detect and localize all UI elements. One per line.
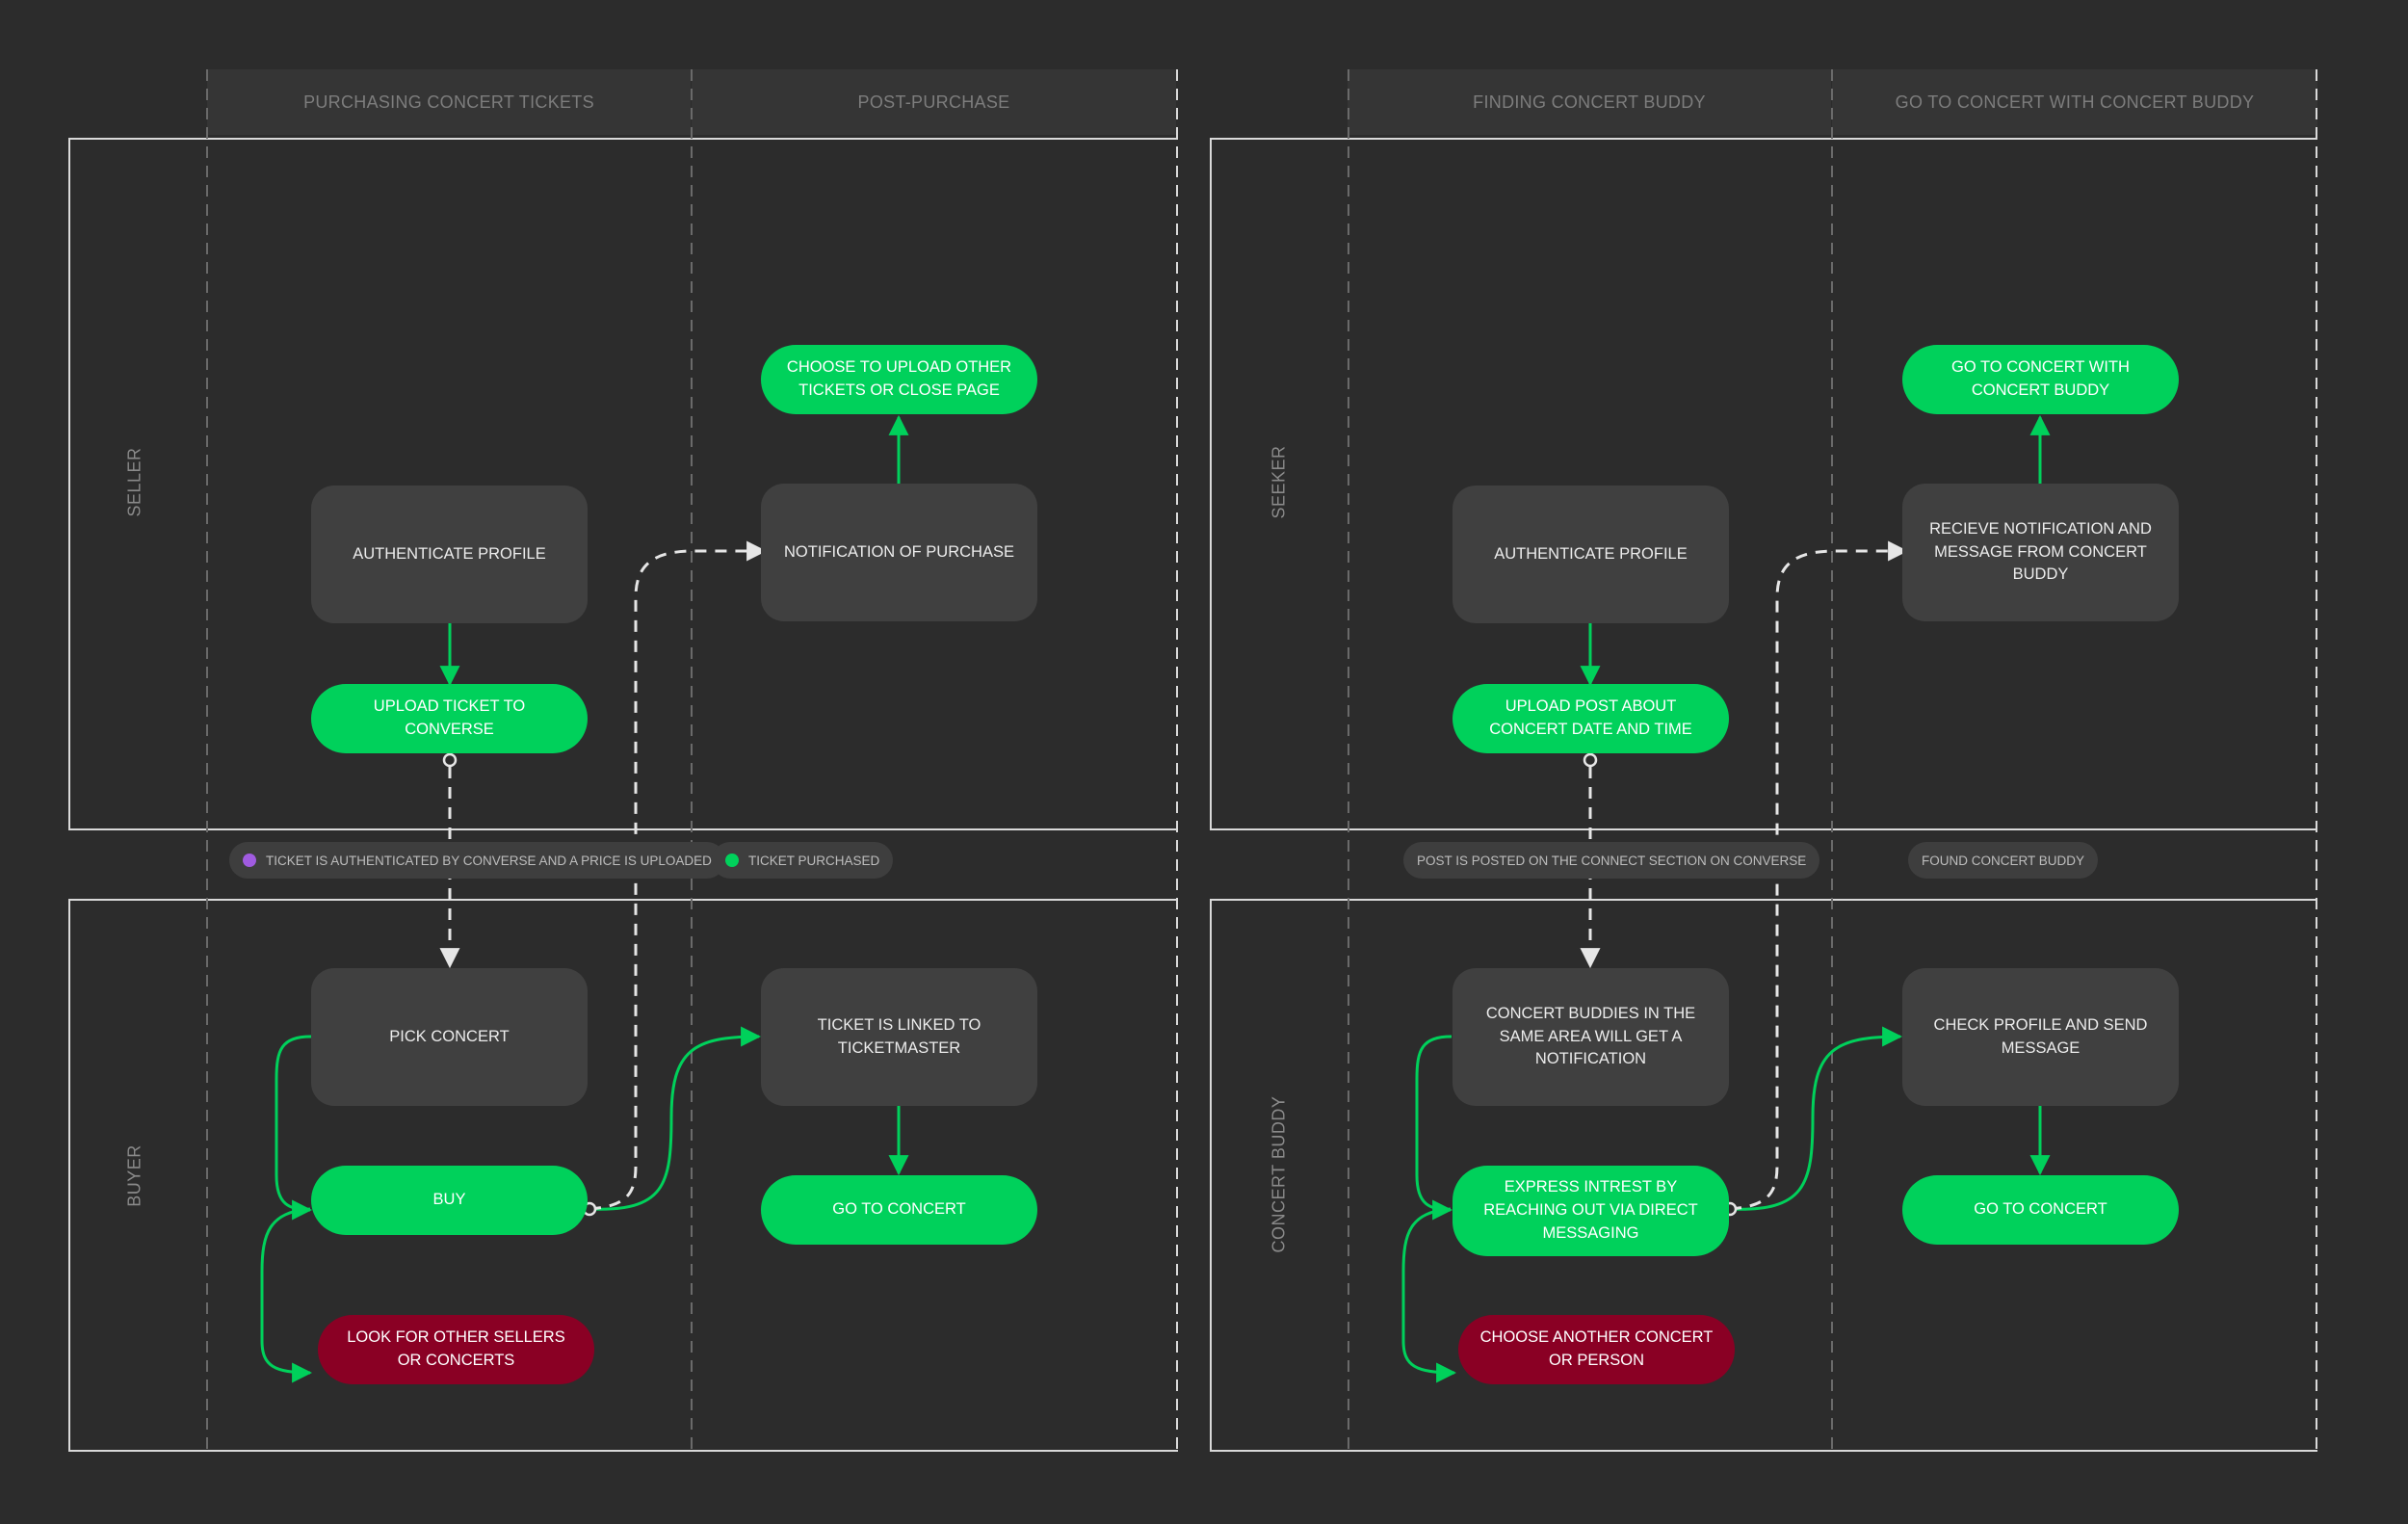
lane-seeker — [1210, 138, 2317, 830]
node-authenticate-profile[interactable]: AUTHENTICATE PROFILE — [311, 486, 588, 623]
event-label: FOUND CONCERT BUDDY — [1922, 853, 2085, 868]
node-upload-post[interactable]: UPLOAD POST ABOUT CONCERT DATE AND TIME — [1453, 684, 1729, 753]
node-choose-another[interactable]: CHOOSE ANOTHER CONCERT OR PERSON — [1458, 1315, 1735, 1384]
node-ticket-linked[interactable]: TICKET IS LINKED TO TICKETMASTER — [761, 968, 1037, 1106]
node-buy[interactable]: BUY — [311, 1166, 588, 1235]
column-header-post-purchase: POST-PURCHASE — [692, 69, 1176, 135]
lane-concert-buddy — [1210, 899, 2317, 1452]
node-pick-concert[interactable]: PICK CONCERT — [311, 968, 588, 1106]
node-buddies-notified[interactable]: CONCERT BUDDIES IN THE SAME AREA WILL GE… — [1453, 968, 1729, 1106]
event-ticket-purchased: TICKET PURCHASED — [712, 842, 894, 879]
node-express-interest[interactable]: EXPRESS INTREST BY REACHING OUT VIA DIRE… — [1453, 1166, 1729, 1256]
column-header-finding-buddy: FINDING CONCERT BUDDY — [1348, 69, 1831, 135]
event-post-posted: POST IS POSTED ON THE CONNECT SECTION ON… — [1403, 842, 1820, 879]
node-check-profile[interactable]: CHECK PROFILE AND SEND MESSAGE — [1902, 968, 2179, 1106]
node-notification-of-purchase[interactable]: NOTIFICATION OF PURCHASE — [761, 484, 1037, 621]
green-status-dot — [725, 854, 739, 867]
column-header-go-with-buddy: GO TO CONCERT WITH CONCERT BUDDY — [1832, 69, 2317, 135]
node-choose-upload-other[interactable]: CHOOSE TO UPLOAD OTHER TICKETS OR CLOSE … — [761, 345, 1037, 414]
node-go-to-concert-buddy[interactable]: GO TO CONCERT — [1902, 1175, 2179, 1245]
event-label: TICKET IS AUTHENTICATED BY CONVERSE AND … — [266, 853, 712, 868]
node-go-to-concert[interactable]: GO TO CONCERT — [761, 1175, 1037, 1245]
node-receive-notification[interactable]: RECIEVE NOTIFICATION AND MESSAGE FROM CO… — [1902, 484, 2179, 621]
node-upload-ticket[interactable]: UPLOAD TICKET TO CONVERSE — [311, 684, 588, 753]
lane-buyer — [68, 899, 1178, 1452]
node-go-with-buddy[interactable]: GO TO CONCERT WITH CONCERT BUDDY — [1902, 345, 2179, 414]
event-label: POST IS POSTED ON THE CONNECT SECTION ON… — [1417, 853, 1807, 868]
column-header-purchasing: PURCHASING CONCERT TICKETS — [207, 69, 691, 135]
event-found-buddy: FOUND CONCERT BUDDY — [1908, 842, 2099, 879]
event-label: TICKET PURCHASED — [748, 853, 880, 868]
purple-status-dot — [243, 854, 256, 867]
node-look-for-other-sellers[interactable]: LOOK FOR OTHER SELLERS OR CONCERTS — [318, 1315, 594, 1384]
event-ticket-authenticated: TICKET IS AUTHENTICATED BY CONVERSE AND … — [229, 842, 725, 879]
lane-seller — [68, 138, 1178, 830]
node-authenticate-profile-seeker[interactable]: AUTHENTICATE PROFILE — [1453, 486, 1729, 623]
